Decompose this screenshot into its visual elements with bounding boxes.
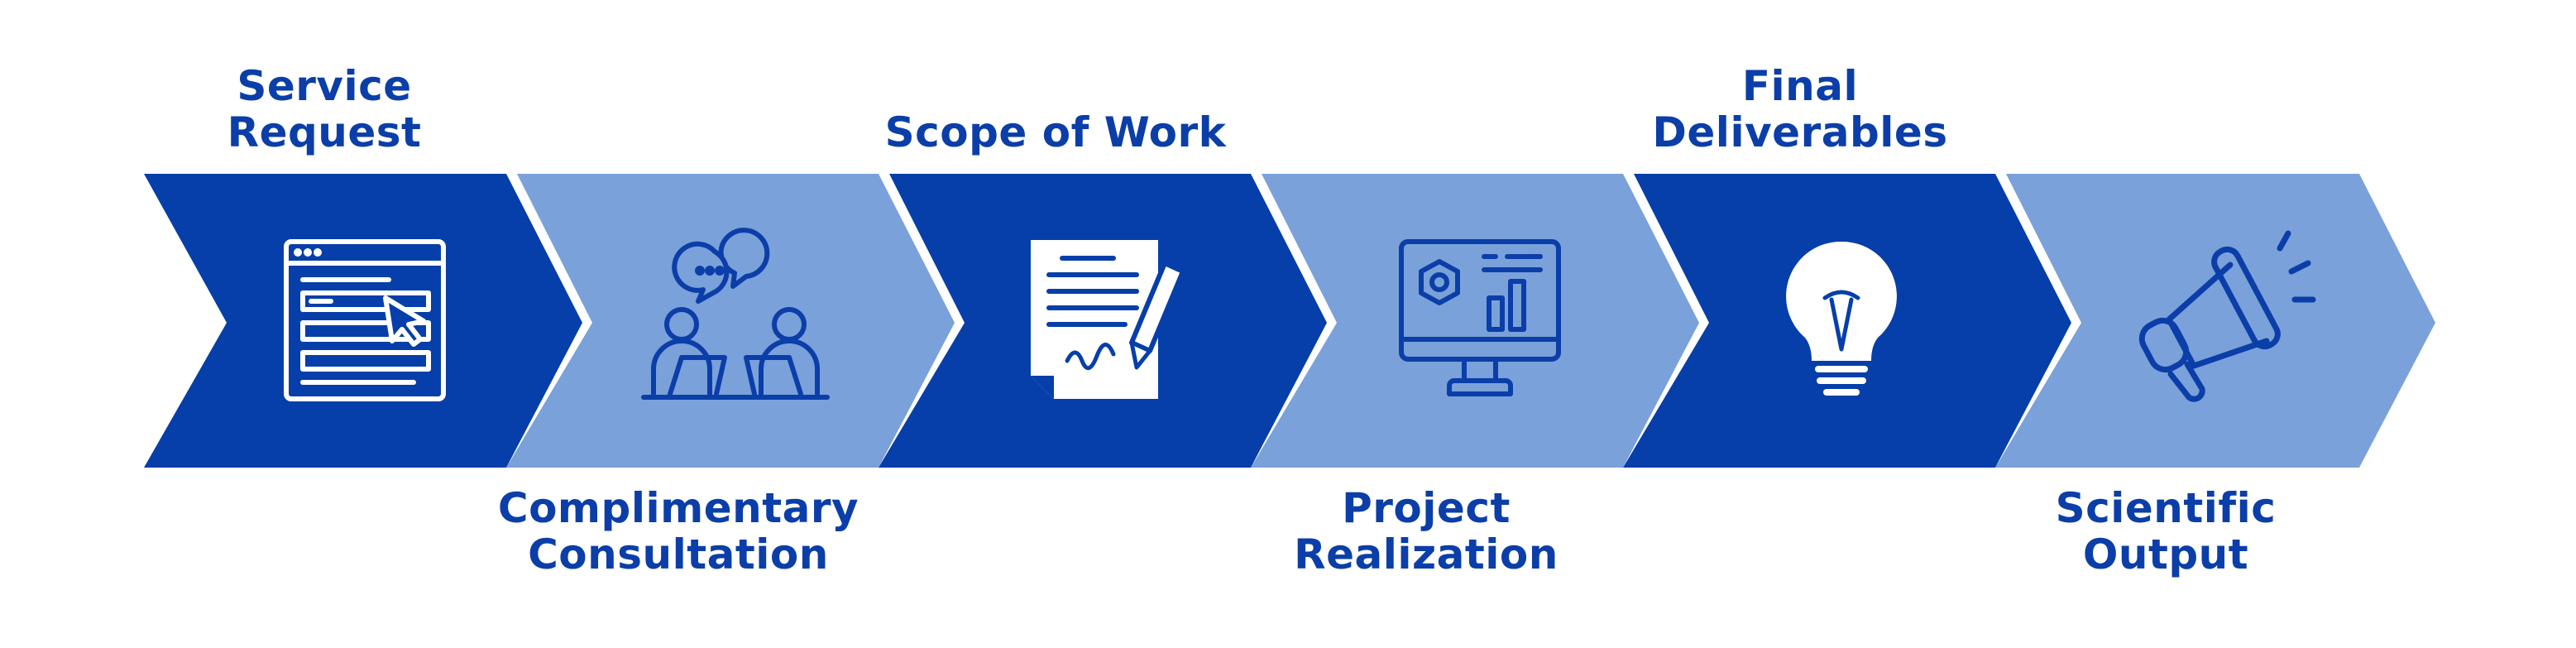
signed-document-icon bbox=[1031, 240, 1185, 399]
step-chevron-complimentary-consultation bbox=[506, 174, 955, 468]
web-form-icon bbox=[284, 239, 446, 401]
lightbulb-icon bbox=[1786, 241, 1897, 396]
step-label-complimentary-consultation: Complimentary Consultation bbox=[497, 484, 859, 578]
step-label-service-request: Service Request bbox=[227, 62, 422, 156]
step-label-final-deliverables: Final Deliverables bbox=[1652, 62, 1948, 156]
step-chevron-project-realization bbox=[1251, 174, 1699, 468]
analytics-monitor-icon bbox=[1399, 239, 1561, 396]
consultation-icon bbox=[641, 228, 830, 400]
megaphone-icon bbox=[2138, 230, 2316, 402]
step-chevron-scientific-output bbox=[1995, 174, 2435, 468]
step-label-scope-of-work: Scope of Work bbox=[884, 108, 1227, 156]
step-label-project-realization: Project Realization bbox=[1294, 484, 1559, 578]
step-label-scientific-output: Scientific Output bbox=[2055, 484, 2277, 578]
